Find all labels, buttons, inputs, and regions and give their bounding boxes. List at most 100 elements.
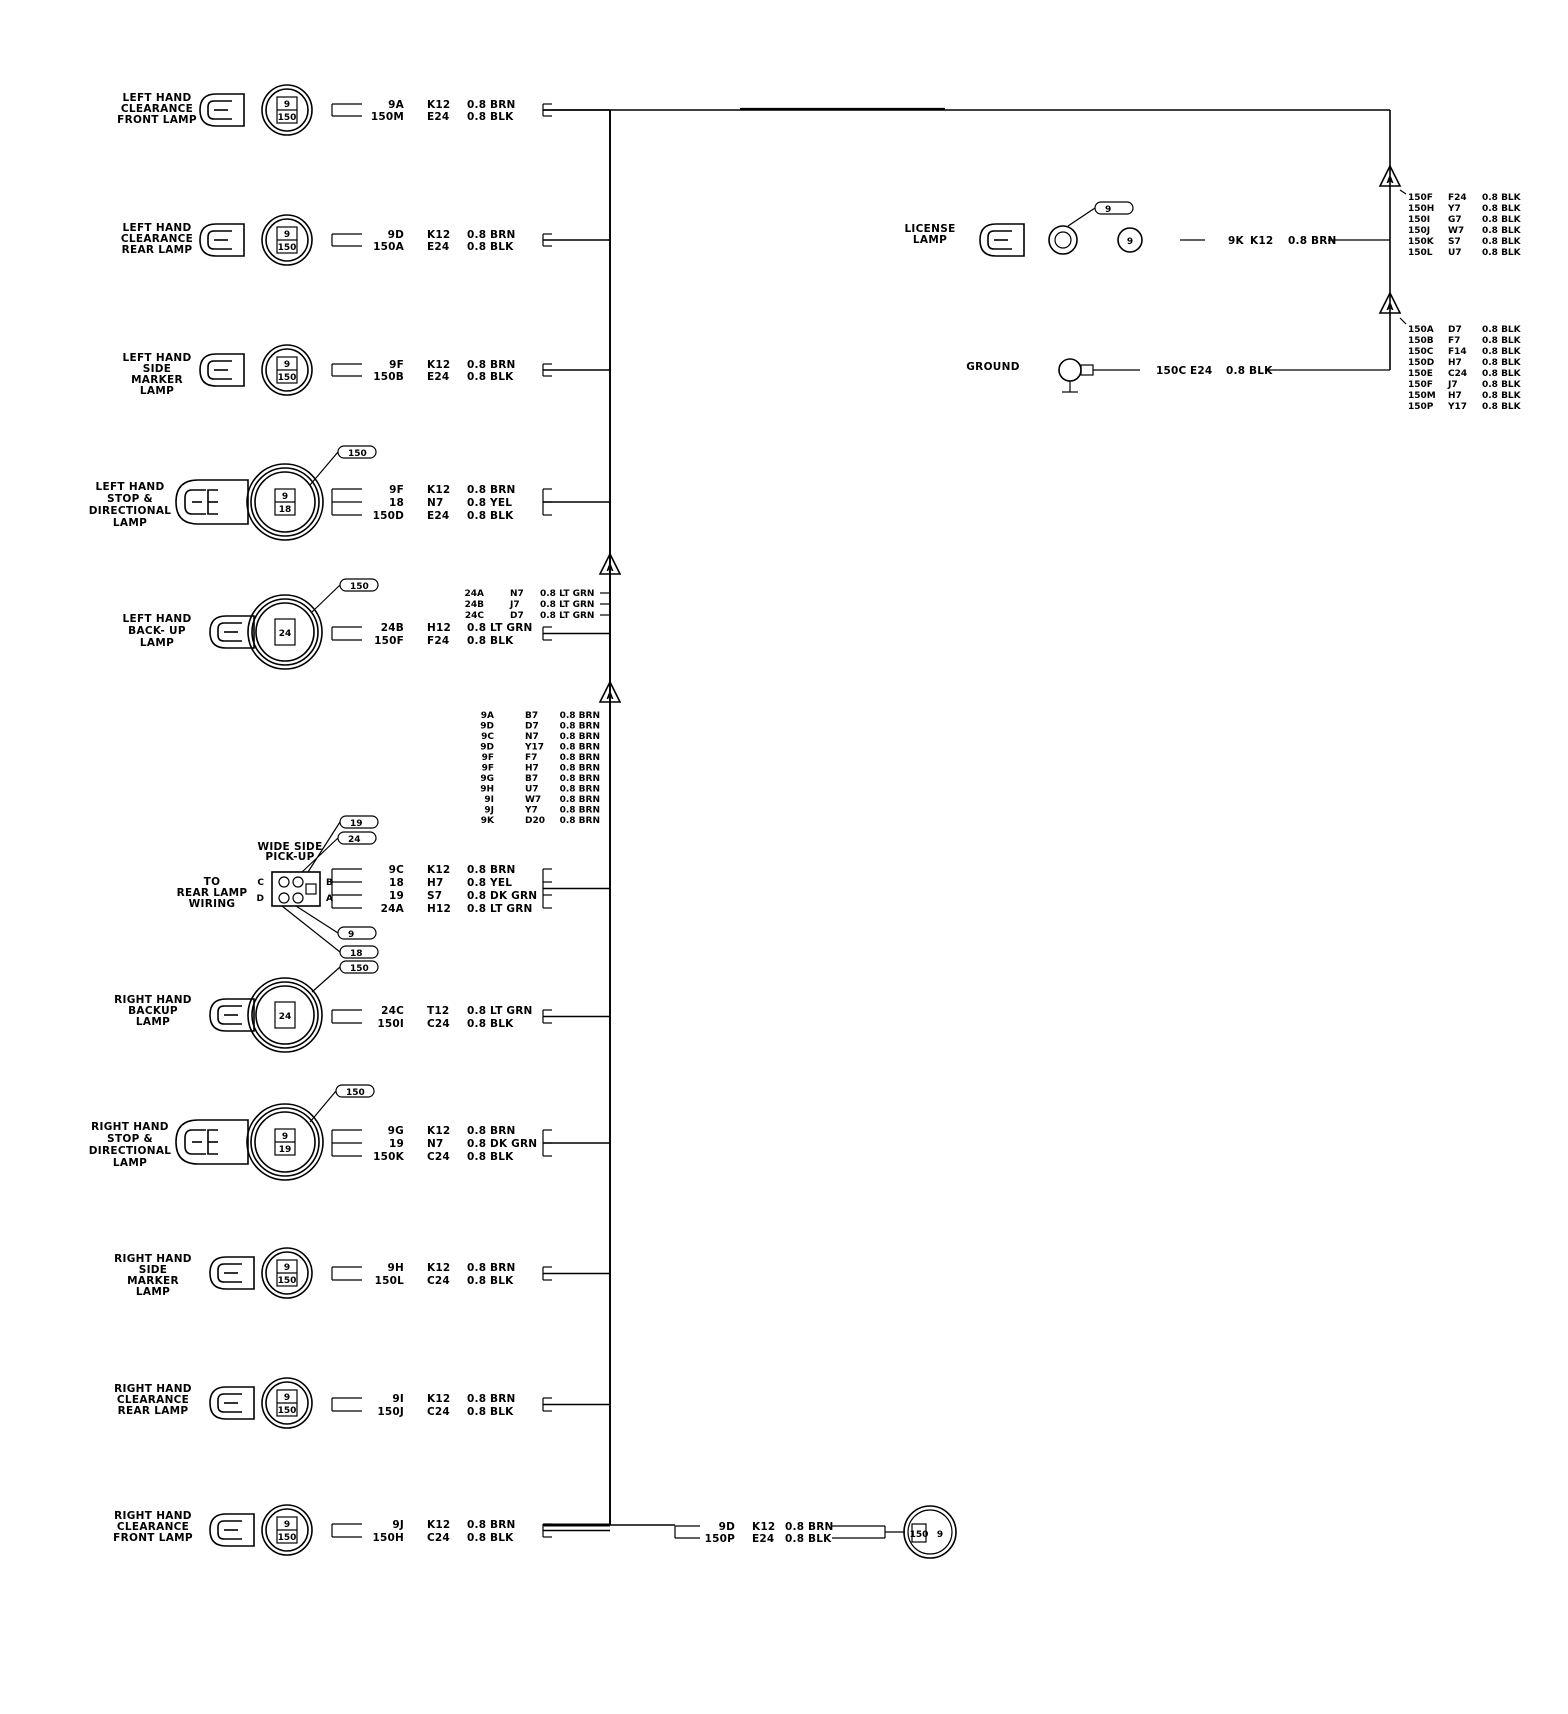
wire-location: C24 <box>427 1151 450 1163</box>
splice-circuit: 150M <box>1408 391 1436 401</box>
wire-spec: 0.8 BLK <box>467 1532 514 1544</box>
splice-lead <box>1399 317 1407 325</box>
wire-spec: 0.8 BRN <box>467 359 516 371</box>
component-label: BACK- UP <box>128 625 186 637</box>
splice-location: N7 <box>525 732 539 742</box>
wire-spec: 0.8 BLK <box>467 241 514 253</box>
wire-location: C24 <box>427 1275 450 1287</box>
component-label: CLEARANCE <box>121 233 193 245</box>
wire-location: K12 <box>427 484 450 496</box>
splice-circuit: 150H <box>1408 204 1434 214</box>
wire-location: K12 <box>427 864 450 876</box>
component-label: STOP & <box>107 1133 153 1145</box>
connector-plug <box>979 223 1025 257</box>
lamp-socket-ring <box>261 1377 313 1429</box>
splice-location: D7 <box>525 722 539 732</box>
lamp-socket-ring <box>265 1381 309 1425</box>
splice-circuit: 150F <box>1408 380 1433 390</box>
connector-plug <box>199 353 245 387</box>
splice-circuit: 24B <box>465 600 485 610</box>
wire-location: K12 <box>427 1393 450 1405</box>
lamp-socket-ring <box>265 1508 309 1552</box>
wire-location: C24 <box>427 1532 450 1544</box>
pin-label: 150 <box>910 1530 929 1540</box>
splice-location: D7 <box>510 611 524 621</box>
splice-circuit: 150I <box>1408 215 1430 225</box>
wire-spec: 0.8 LT GRN <box>467 903 533 915</box>
wire-spec: 0.8 BLK <box>467 1275 514 1287</box>
lamp-socket-ring <box>265 1251 309 1295</box>
splice-circuit: 9J <box>484 806 494 816</box>
connector-plug-inner <box>217 1520 242 1540</box>
splice-location: Y17 <box>1447 402 1467 412</box>
splice-location: B7 <box>525 711 538 721</box>
wire-location: E24 <box>427 111 449 123</box>
wire-circuit: 9F <box>389 359 404 371</box>
component-label: DIRECTIONAL <box>89 1145 172 1157</box>
pin-label: 9 <box>284 1520 290 1530</box>
component-label: LEFT HAND <box>123 352 192 364</box>
wire-spec: 0.8 BLK <box>467 510 514 522</box>
wire-circuit: 9A <box>388 99 405 111</box>
splice-spec: 0.8 LT GRN <box>540 611 594 621</box>
wire-circuit: 9D <box>388 229 405 241</box>
splice-spec: 0.8 BLK <box>1482 347 1522 357</box>
wire-spec: 0.8 BRN <box>467 229 516 241</box>
component-label: MARKER <box>131 374 183 386</box>
connector-plug-inner <box>184 489 206 515</box>
wire-spec: 0.8 YEL <box>467 877 512 889</box>
tag-label: 150 <box>348 449 367 459</box>
lamp-socket-ring <box>1117 227 1143 253</box>
tag-lead <box>311 584 341 613</box>
splice-location: W7 <box>1448 226 1464 236</box>
component-label: RIGHT HAND <box>114 1383 192 1395</box>
component-label: LICENSE <box>904 223 955 235</box>
splice-spec: 0.8 BLK <box>1482 402 1522 412</box>
wire-spec: 0.8 BLK <box>785 1533 832 1545</box>
connector-plug <box>209 1386 255 1420</box>
splice-location: S7 <box>1448 237 1461 247</box>
wire-circuit: 9F <box>389 484 404 496</box>
tag-lead <box>1067 207 1096 227</box>
lamp-socket-ring <box>261 1504 313 1556</box>
splice-location: N7 <box>510 589 524 599</box>
wire-circuit: 150L <box>375 1275 405 1287</box>
splice-circuit: 150B <box>1408 336 1434 346</box>
splice-location: H7 <box>1448 391 1462 401</box>
connector-plug <box>175 1119 249 1165</box>
wire-location: K12 <box>427 99 450 111</box>
splice-circuit: 150D <box>1408 358 1434 368</box>
splice-marker: A <box>607 564 614 574</box>
lamp-socket-ring <box>250 1107 320 1177</box>
wire-location: E24 <box>427 371 449 383</box>
tag-label: 150 <box>350 582 369 592</box>
component-label: LAMP <box>140 637 174 649</box>
component-label: LEFT HAND <box>123 92 192 104</box>
splice-spec: 0.8 BLK <box>1482 215 1522 225</box>
lamp-socket-ring <box>1048 225 1078 255</box>
splice-triangle <box>598 680 622 703</box>
component-label: LAMP <box>113 1157 147 1169</box>
wire-spec: 0.8 BLK <box>467 371 514 383</box>
component-sublabel: WIDE SIDE <box>257 841 322 853</box>
connector-plug <box>175 479 249 525</box>
component-label: STOP & <box>107 493 153 505</box>
lamp-socket-ring <box>1054 231 1072 249</box>
lamp-socket-terminal <box>274 1001 296 1029</box>
wire-location: H7 <box>427 877 444 889</box>
lamp-socket-ring <box>254 1111 316 1173</box>
wire-circuit: 150A <box>373 241 405 253</box>
splice-marker: A <box>607 692 614 702</box>
component-label: GROUND <box>966 361 1019 373</box>
wire-spec: 0.8 BLK <box>467 635 514 647</box>
tag-label: 24 <box>348 835 361 845</box>
connector-plug <box>209 1256 255 1290</box>
wire-circuit: 24A <box>381 903 405 915</box>
splice-location: H7 <box>1448 358 1462 368</box>
